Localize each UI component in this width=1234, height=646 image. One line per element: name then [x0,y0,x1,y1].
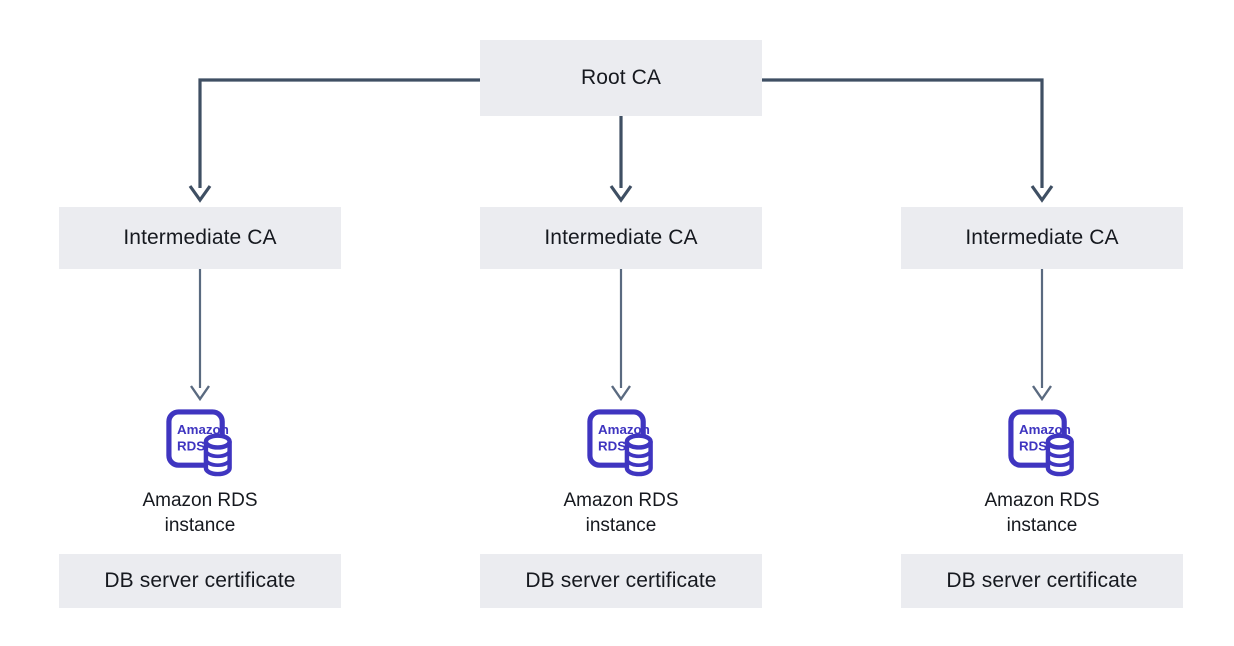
svg-text:Amazon: Amazon [1019,422,1071,437]
rds-instance-node-1: Amazon RDS Amazon RDS instance [59,406,341,538]
svg-text:Amazon: Amazon [598,422,650,437]
svg-text:RDS: RDS [598,438,626,453]
intermediate-ca-label-3: Intermediate CA [965,226,1119,250]
connector-intermediate-1-to-instance-1 [190,269,210,402]
db-server-certificate-label-2: DB server certificate [525,569,717,593]
rds-instance-label-1: Amazon RDS instance [142,490,258,536]
rds-instance-label-3: Amazon RDS instance [984,490,1100,536]
db-server-certificate-node-2: DB server certificate [480,554,762,608]
rds-instance-label-2: Amazon RDS instance [563,490,679,536]
amazon-rds-icon: Amazon RDS [166,409,232,477]
svg-text:Amazon: Amazon [177,422,229,437]
root-ca-node: Root CA [480,40,762,116]
intermediate-ca-node-2: Intermediate CA [480,207,762,269]
intermediate-ca-label-1: Intermediate CA [123,226,277,250]
amazon-rds-icon: Amazon RDS [1008,409,1074,477]
rds-instance-node-2: Amazon RDS Amazon RDS instance [480,406,762,538]
amazon-rds-icon: Amazon RDS [587,409,653,477]
db-server-certificate-label-3: DB server certificate [946,569,1138,593]
connector-root-to-intermediate-1 [188,78,480,203]
intermediate-ca-node-3: Intermediate CA [901,207,1183,269]
svg-text:RDS: RDS [1019,438,1047,453]
intermediate-ca-label-2: Intermediate CA [544,226,698,250]
root-ca-label: Root CA [580,66,662,90]
connector-root-to-intermediate-3 [762,78,1054,203]
connector-root-to-intermediate-2 [609,116,633,203]
db-server-certificate-node-3: DB server certificate [901,554,1183,608]
rds-instance-node-3: Amazon RDS Amazon RDS instance [901,406,1183,538]
connector-intermediate-3-to-instance-3 [1032,269,1052,402]
db-server-certificate-node-1: DB server certificate [59,554,341,608]
connector-intermediate-2-to-instance-2 [611,269,631,402]
db-server-certificate-label-1: DB server certificate [104,569,296,593]
intermediate-ca-node-1: Intermediate CA [59,207,341,269]
svg-text:RDS: RDS [177,438,205,453]
